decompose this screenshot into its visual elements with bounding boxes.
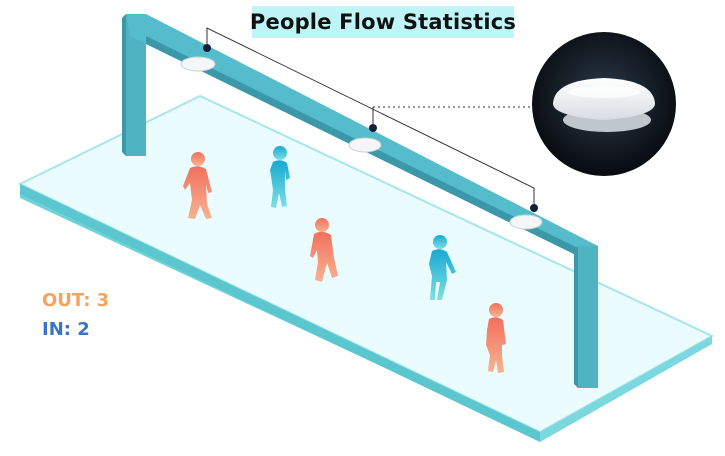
sensor-zoom-callout	[532, 32, 676, 176]
person-out-icon	[183, 152, 212, 219]
person-in-icon	[270, 146, 290, 208]
connector-lines	[206, 27, 540, 205]
sensor-device-icon	[348, 124, 382, 153]
sensor-device-icon	[180, 44, 216, 72]
person-in-icon	[429, 235, 456, 300]
out-count-label: OUT: 3	[42, 290, 110, 311]
person-out-icon	[486, 303, 506, 373]
page-title: People Flow Statistics	[249, 10, 517, 34]
in-count-label: IN: 2	[42, 319, 90, 340]
person-out-icon	[310, 218, 338, 282]
sensor-device-icon	[509, 204, 543, 230]
title-banner: People Flow Statistics	[249, 6, 517, 38]
